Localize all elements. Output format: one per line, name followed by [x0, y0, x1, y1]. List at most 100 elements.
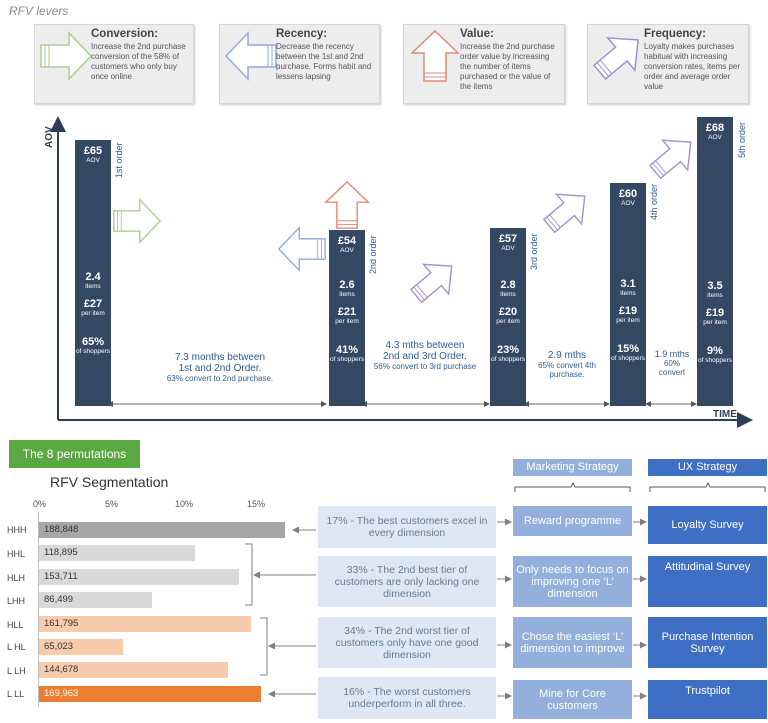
gap-line: 7.3 months between — [174, 352, 266, 363]
conversion-arrow-icon — [113, 197, 162, 245]
left-arrow-icon — [224, 31, 277, 81]
segment-label: LHH — [7, 596, 26, 606]
bar-shoppers: 23% — [496, 344, 520, 356]
segment-value: 161,795 — [44, 618, 79, 629]
order-label: 4th order — [649, 183, 659, 220]
gap-line: 4.3 mths between — [385, 340, 465, 351]
bar-aov: £54 — [337, 235, 357, 247]
gap-line: 60% — [663, 359, 680, 368]
ux-action: Purchase Intention Survey — [648, 617, 767, 668]
bar-per-item-label: per item — [703, 319, 727, 326]
lever-value-text: Increase the 2nd purchase order value by… — [460, 42, 555, 91]
x-axis-label: TIME — [713, 409, 737, 420]
up-arrow-icon — [410, 29, 460, 82]
bar-aov: £68 — [705, 122, 725, 134]
frequency-arrow-icon — [409, 263, 453, 304]
ux-strategy-header: UX Strategy — [648, 459, 767, 476]
segment-label: L LH — [7, 666, 26, 676]
bar-aov-label: AOV — [340, 247, 354, 254]
lever-conversion-text: Increase the 2nd purchase conversion of … — [91, 42, 186, 81]
axis-tick: 0% — [33, 499, 47, 509]
bar-aov: £57 — [498, 233, 518, 245]
order-label: 3rd order — [529, 233, 539, 270]
ux-action: Trustpilot — [648, 680, 767, 719]
diagonal-arrow-icon — [593, 37, 639, 81]
bar-aov-label: AOV — [86, 157, 100, 164]
marketing-strategy-header: Marketing Strategy — [513, 459, 632, 476]
segment-bar: 144,678 — [39, 662, 228, 678]
y-axis-label: AOV — [44, 126, 55, 148]
bar-items: 2.8 — [500, 279, 516, 291]
bar-per-item-label: per item — [81, 310, 105, 317]
segment-label: HLH — [7, 573, 26, 583]
bar-per-item-label: per item — [616, 317, 640, 324]
bar-per-item: £19 — [705, 307, 725, 319]
lever-recency: Recency: Decrease the recency between th… — [219, 24, 380, 104]
ux-action: Loyalty Survey — [648, 506, 767, 544]
segment-value: 118,895 — [44, 547, 78, 558]
order-label: 1st order — [114, 142, 124, 178]
bar-aov-label: AOV — [708, 134, 722, 141]
tier-description: 16% - The worst customers underperform i… — [318, 677, 496, 719]
lever-conversion-title: Conversion: — [91, 28, 159, 40]
segment-bar: 153,711 — [39, 569, 240, 585]
segment-value: 169,963 — [44, 688, 79, 699]
lever-frequency-text: Loyalty makes purchases habitual with in… — [644, 42, 741, 91]
segment-value: 144,678 — [44, 664, 79, 675]
marketing-action: Chose the easiest ‘L’ dimension to impro… — [513, 617, 632, 668]
segment-bar: 161,795 — [39, 616, 251, 632]
bar-shoppers: 9% — [707, 345, 723, 357]
gap-sub: 65% convert 4th purchase. — [538, 361, 596, 379]
value-arrow-icon — [323, 180, 371, 229]
gap-sub: convert — [658, 368, 686, 377]
lever-recency-title: Recency: — [276, 28, 328, 40]
axis-tick: 15% — [247, 499, 266, 509]
bar-items-label: items — [339, 291, 355, 298]
segment-label: HLL — [7, 620, 24, 630]
right-arrow-icon — [40, 31, 93, 81]
levers-title: RFV levers — [9, 4, 69, 18]
segment-label: L LL — [7, 689, 25, 699]
gap-sub: 63% convert to 2nd purchase. — [166, 374, 274, 383]
bar-shoppers: 41% — [335, 344, 359, 356]
bar-items-label: items — [707, 292, 723, 299]
gap-line: 1st and 2nd Order. — [178, 363, 262, 374]
segment-bar: 169,963 — [39, 686, 261, 702]
segment-label: HHL — [7, 549, 26, 559]
bar-shoppers-label: of shoppers — [491, 356, 525, 363]
segment-label: L HL — [7, 642, 26, 652]
segment-bar: 65,023 — [39, 639, 124, 655]
gap-text: 4.3 mths between 2nd and 3rd Order. 56% … — [370, 340, 480, 371]
frequency-arrow-icon — [648, 139, 692, 180]
bar-aov-label: ADV — [501, 245, 515, 252]
segment-value: 86,499 — [44, 594, 74, 605]
axis-tick: 5% — [105, 499, 119, 509]
bar-per-item: £27 — [83, 298, 103, 310]
permutations-badge: The 8 permutations — [9, 440, 140, 468]
gap-line: 1.9 mths — [654, 349, 690, 359]
bar-items: 2.6 — [339, 279, 355, 291]
order-label: 5th order — [737, 121, 747, 158]
order-bar: £65 AOV 2.4 items £27 per item 65% of sh… — [75, 140, 111, 406]
ux-action: Attitudinal Survey — [648, 556, 767, 607]
bar-items: 2.4 — [85, 271, 101, 283]
gap-line: 2.9 mths — [547, 350, 587, 361]
bar-per-item: £21 — [337, 306, 357, 318]
bar-per-item: £19 — [618, 305, 638, 317]
bar-items-label: items — [85, 283, 101, 290]
segment-value: 153,711 — [44, 571, 78, 582]
lever-frequency-title: Frequency: — [644, 28, 706, 40]
bar-items: 3.1 — [620, 278, 636, 290]
gap-line: 2nd and 3rd Order. — [383, 351, 467, 362]
segment-value: 65,023 — [44, 641, 74, 652]
marketing-action: Mine for Core customers — [513, 680, 632, 719]
gap-sub: 56% convert to 3rd purchase — [373, 362, 477, 371]
segmentation-connectors — [245, 481, 766, 700]
order-bar: £60 AOV 3.1 items £19 per item 15% of sh… — [610, 183, 646, 406]
order-bar: £54 AOV 2.6 items £21 per item 41% of sh… — [329, 230, 365, 406]
bar-shoppers-label: of shoppers — [330, 356, 364, 363]
gap-text: 7.3 months between 1st and 2nd Order. 63… — [140, 352, 300, 383]
bar-aov: £60 — [618, 188, 638, 200]
segmentation-title: RFV Segmentation — [50, 474, 169, 490]
lever-value-title: Value: — [460, 28, 494, 40]
